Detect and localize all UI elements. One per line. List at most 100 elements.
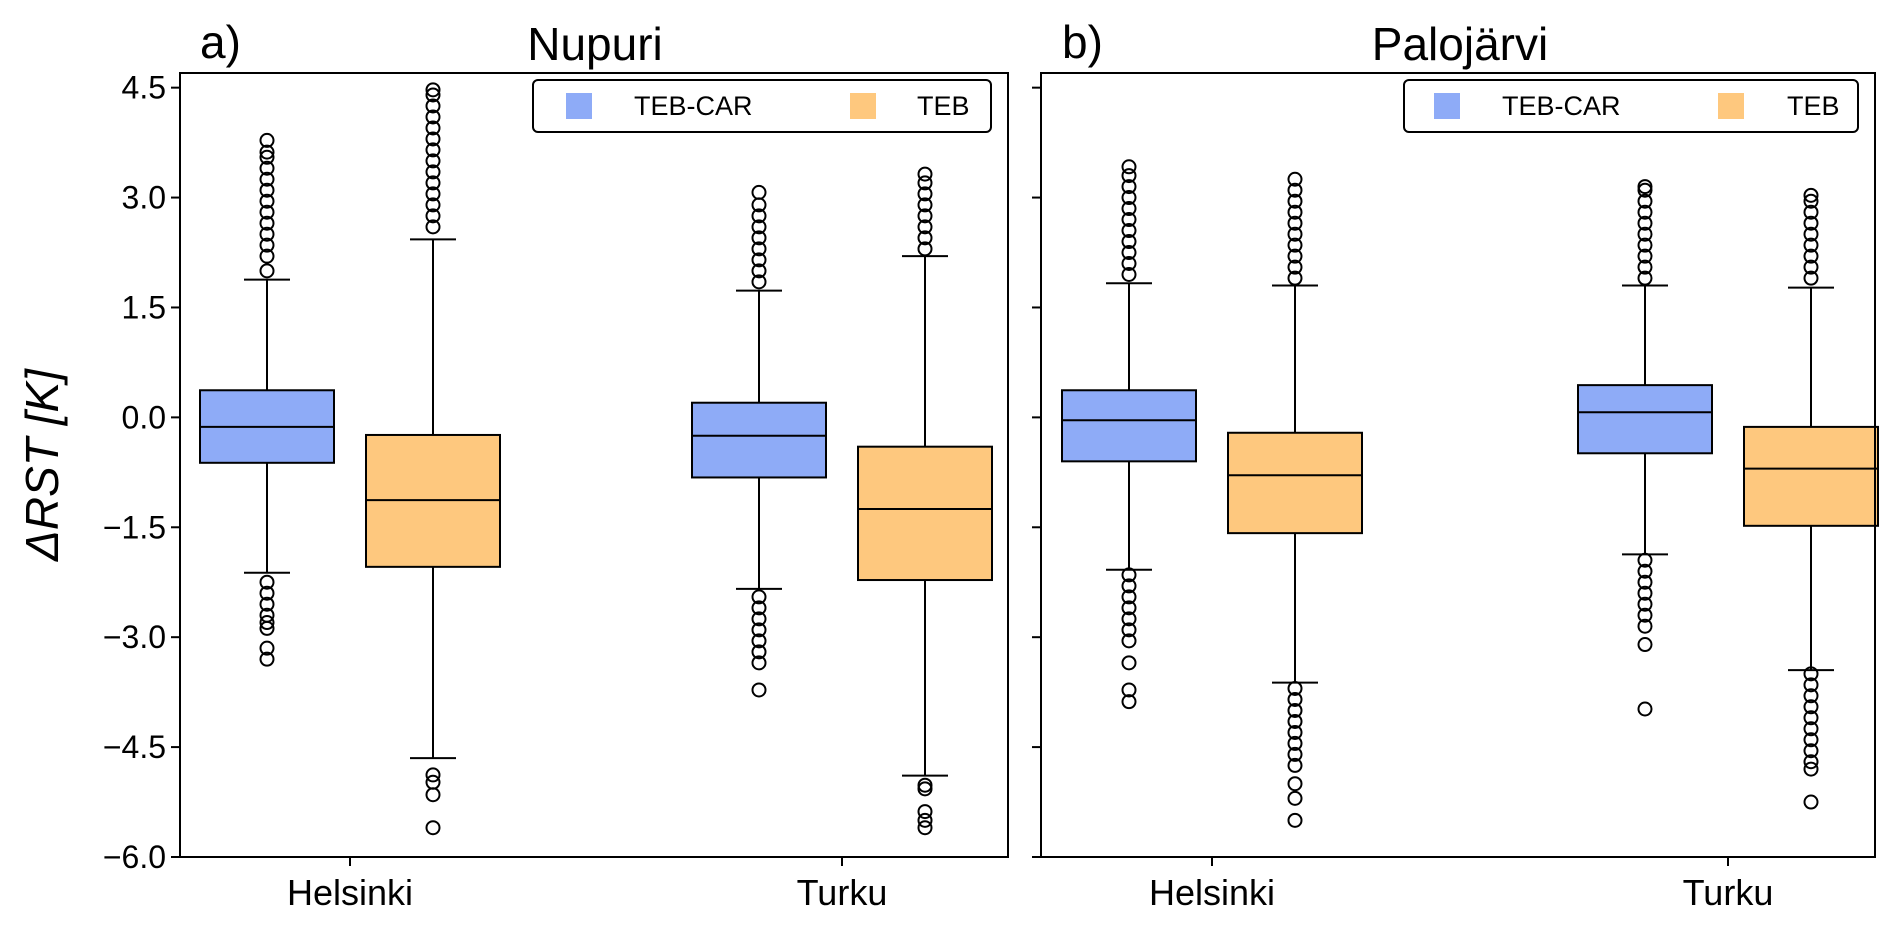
- outlier-point: [425, 787, 441, 803]
- panel-title-palojarvi: Palojärvi: [1372, 18, 1548, 70]
- outlier-point: [1287, 193, 1303, 209]
- outlier-point: [1121, 600, 1137, 616]
- outlier-point: [1287, 215, 1303, 231]
- y-tick-label: −6.0: [103, 839, 166, 875]
- legend-swatch-teb-car: [566, 93, 592, 119]
- outlier-point: [1637, 585, 1653, 601]
- outlier-point: [751, 600, 767, 616]
- outlier-point: [1637, 226, 1653, 242]
- outlier-point: [1637, 193, 1653, 209]
- legend-label-teb: TEB: [917, 91, 970, 121]
- outlier-point: [917, 186, 933, 202]
- outlier-point: [917, 219, 933, 235]
- outlier-point: [1121, 622, 1137, 638]
- outlier-point: [1803, 721, 1819, 737]
- panel-nupuri: a) Nupuri 4.53.01.50.0−1.5−3.0−4.5−6.0He…: [103, 16, 1009, 913]
- outlier-point: [1121, 578, 1137, 594]
- outlier-point: [1637, 701, 1653, 717]
- box-teb-car-turku: [691, 184, 827, 698]
- outlier-point: [1637, 574, 1653, 590]
- outlier-point: [425, 82, 441, 98]
- y-tick-label: 3.0: [122, 180, 166, 216]
- outlier-point: [1803, 226, 1819, 242]
- outlier-point: [751, 219, 767, 235]
- outlier-point: [1803, 761, 1819, 777]
- outlier-point: [259, 574, 275, 590]
- plot-area-frame: [179, 72, 1009, 858]
- outlier-point: [1287, 746, 1303, 762]
- panel-title-nupuri: Nupuri: [527, 18, 663, 70]
- legend-swatch-teb: [1718, 93, 1744, 119]
- outlier-point: [917, 230, 933, 246]
- outlier-point: [1803, 710, 1819, 726]
- outlier-point: [1121, 212, 1137, 228]
- outlier-point: [1803, 259, 1819, 275]
- outlier-point: [259, 144, 275, 160]
- outlier-point: [1287, 182, 1303, 198]
- outlier-point: [259, 615, 275, 631]
- outlier-point: [425, 175, 441, 191]
- outlier-point: [1803, 215, 1819, 231]
- outlier-point: [1637, 552, 1653, 568]
- legend: TEB-CAR TEB: [532, 79, 992, 133]
- outlier-point: [751, 230, 767, 246]
- outlier-point: [259, 132, 275, 148]
- outlier-point: [1637, 179, 1653, 195]
- box-iqr: [691, 401, 827, 479]
- outlier-point: [259, 585, 275, 601]
- outlier-point: [1287, 735, 1303, 751]
- legend-label-teb: TEB: [1787, 91, 1840, 121]
- box-teb-turku: [1743, 187, 1879, 810]
- box-iqr: [1743, 425, 1879, 527]
- outlier-point: [425, 164, 441, 180]
- outlier-point: [1121, 682, 1137, 698]
- outlier-point: [1121, 179, 1137, 195]
- outlier-point: [425, 131, 441, 147]
- outlier-point: [1121, 168, 1137, 184]
- outlier-point: [1803, 794, 1819, 810]
- panel-letter-a: a): [200, 16, 241, 68]
- y-tick-label: −1.5: [103, 509, 166, 545]
- outlier-point: [751, 184, 767, 200]
- outlier-point: [1637, 204, 1653, 220]
- outlier-point: [259, 263, 275, 279]
- outlier-point: [751, 682, 767, 698]
- outlier-point: [1637, 248, 1653, 264]
- legend-frame: [532, 79, 992, 133]
- outlier-point: [1121, 655, 1137, 671]
- outlier-point: [751, 655, 767, 671]
- legend-swatch-teb-car: [1434, 93, 1460, 119]
- outlier-point: [259, 171, 275, 187]
- outlier-point: [425, 219, 441, 235]
- outlier-point: [259, 215, 275, 231]
- outlier-point: [1287, 204, 1303, 220]
- outlier-point: [1121, 256, 1137, 272]
- outlier-point: [259, 182, 275, 198]
- outlier-point: [1287, 724, 1303, 740]
- outlier-point: [259, 160, 275, 176]
- outlier-point: [1287, 270, 1303, 286]
- outlier-point: [1637, 270, 1653, 286]
- outlier-point: [1637, 563, 1653, 579]
- y-tick-label: −3.0: [103, 619, 166, 655]
- outlier-point: [1287, 259, 1303, 275]
- outlier-point: [259, 596, 275, 612]
- outlier-point: [425, 142, 441, 158]
- outlier-point: [751, 252, 767, 268]
- legend-label-teb-car: TEB-CAR: [1502, 91, 1621, 121]
- outlier-point: [917, 197, 933, 213]
- outlier-point: [1121, 567, 1137, 583]
- box-teb-helsinki: [1227, 171, 1363, 828]
- y-tick-label: 0.0: [122, 399, 166, 435]
- outlier-point: [259, 149, 275, 165]
- y-tick-label: 4.5: [122, 70, 166, 106]
- box-teb-turku: [857, 166, 993, 836]
- outlier-point: [917, 175, 933, 191]
- outlier-point: [1121, 159, 1137, 175]
- outlier-point: [917, 208, 933, 224]
- outlier-point: [425, 98, 441, 114]
- outlier-point: [425, 186, 441, 202]
- outlier-point: [1121, 633, 1137, 649]
- outlier-point: [917, 781, 933, 797]
